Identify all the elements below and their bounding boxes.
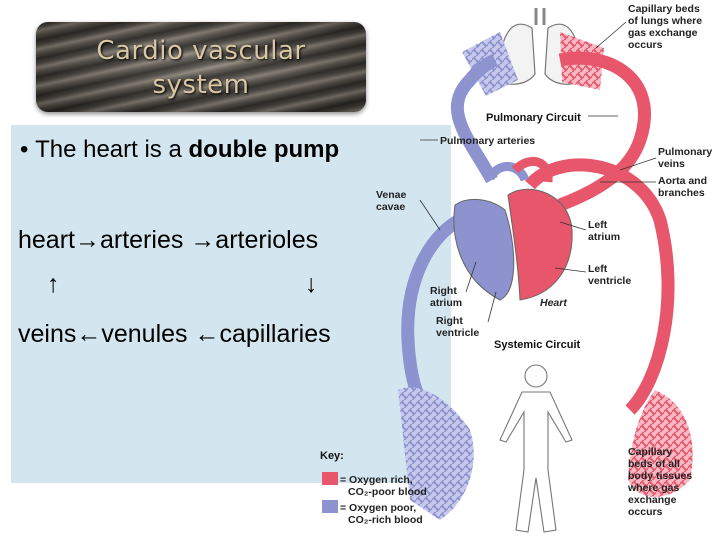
svg-text:gas exchange: gas exchange xyxy=(628,27,698,39)
svg-text:atrium: atrium xyxy=(588,231,620,243)
svg-text:Capillary beds: Capillary beds xyxy=(628,3,700,15)
label-pulmonary-veins: Pulmonary veins xyxy=(619,146,712,171)
bullet-dot: • xyxy=(20,136,36,163)
title-line-1: Cardio vascular xyxy=(96,36,306,66)
svg-text:ventricle: ventricle xyxy=(588,275,631,287)
svg-text:Right: Right xyxy=(430,285,457,297)
label-venae-cavae: Venae cavae xyxy=(376,189,441,231)
content-panel xyxy=(11,125,451,483)
svg-text:veins: veins xyxy=(658,158,685,170)
body-capillaries-left xyxy=(398,387,474,520)
label-heart: Heart xyxy=(540,297,567,309)
human-body-icon xyxy=(499,364,573,533)
svg-text:branches: branches xyxy=(658,187,705,199)
title-banner: Cardio vascular system xyxy=(36,22,366,112)
bullet-point: • The heart is a double pump xyxy=(20,136,339,164)
svg-text:Left: Left xyxy=(588,219,608,231)
label-right-atrium: Right atrium xyxy=(430,261,477,309)
svg-text:of lungs where: of lungs where xyxy=(628,15,702,27)
label-pulmonary-arteries: Pulmonary arteries xyxy=(440,135,535,147)
svg-text:where gas: where gas xyxy=(627,482,680,494)
label-systemic-circuit: Systemic Circuit xyxy=(494,339,581,351)
label-left-atrium: Left atrium xyxy=(559,219,620,243)
svg-text:Right: Right xyxy=(436,315,463,327)
title-line-2: system xyxy=(152,70,250,100)
svg-text:Capillary: Capillary xyxy=(628,446,673,458)
label-aorta: Aorta and branches xyxy=(600,175,707,199)
key-title: Key: xyxy=(320,450,344,462)
svg-text:atrium: atrium xyxy=(430,297,462,309)
pulmonary-vein-vessel xyxy=(557,51,651,212)
label-pulmonary-circuit: Pulmonary Circuit xyxy=(486,112,581,124)
key-oxygen-rich-line2: CO₂-poor blood xyxy=(348,486,427,498)
key-oxygen-poor-line2: CO₂-rich blood xyxy=(348,514,423,526)
svg-text:occurs: occurs xyxy=(628,506,663,518)
svg-text:beds of all: beds of all xyxy=(628,458,680,470)
slide-title: Cardio vascular system xyxy=(36,34,366,102)
body-capillaries-right xyxy=(628,390,693,497)
label-capillary-body: Capillary beds of all body tissues where… xyxy=(627,446,692,518)
key-oxygen-poor-swatch xyxy=(322,500,338,513)
pulmonary-artery-vessel xyxy=(450,54,498,184)
svg-text:exchange: exchange xyxy=(628,494,677,506)
key-oxygen-poor-line1: = Oxygen poor, xyxy=(340,502,416,514)
svg-text:body tissues: body tissues xyxy=(628,470,692,482)
flow-row-1: heart→arteries →arterioles xyxy=(18,226,319,254)
svg-text:occurs: occurs xyxy=(628,39,663,51)
label-right-ventricle: Right ventricle xyxy=(436,291,497,339)
bullet-text: The heart is a xyxy=(35,136,189,163)
key-oxygen-rich-swatch xyxy=(322,472,338,485)
svg-text:Pulmonary: Pulmonary xyxy=(658,146,712,158)
heart-icon xyxy=(453,156,573,301)
bullet-bold-text: double pump xyxy=(188,136,340,163)
svg-text:cavae: cavae xyxy=(376,201,405,213)
svg-text:Venae: Venae xyxy=(376,189,407,201)
svg-text:Left: Left xyxy=(588,263,608,275)
flow-row-3: veins←venules ←capillaries xyxy=(18,320,331,348)
svg-text:ventricle: ventricle xyxy=(436,327,479,339)
flow-up-arrow: ↑ xyxy=(47,270,60,298)
label-left-ventricle: Left ventricle xyxy=(554,263,631,287)
key-oxygen-rich-line1: = Oxygen rich, xyxy=(340,474,413,486)
svg-text:Aorta and: Aorta and xyxy=(658,175,707,187)
aorta-vessel xyxy=(525,158,675,415)
label-capillary-lungs: Capillary beds of lungs where gas exchan… xyxy=(595,3,702,51)
flow-down-arrow: ↓ xyxy=(305,270,318,298)
